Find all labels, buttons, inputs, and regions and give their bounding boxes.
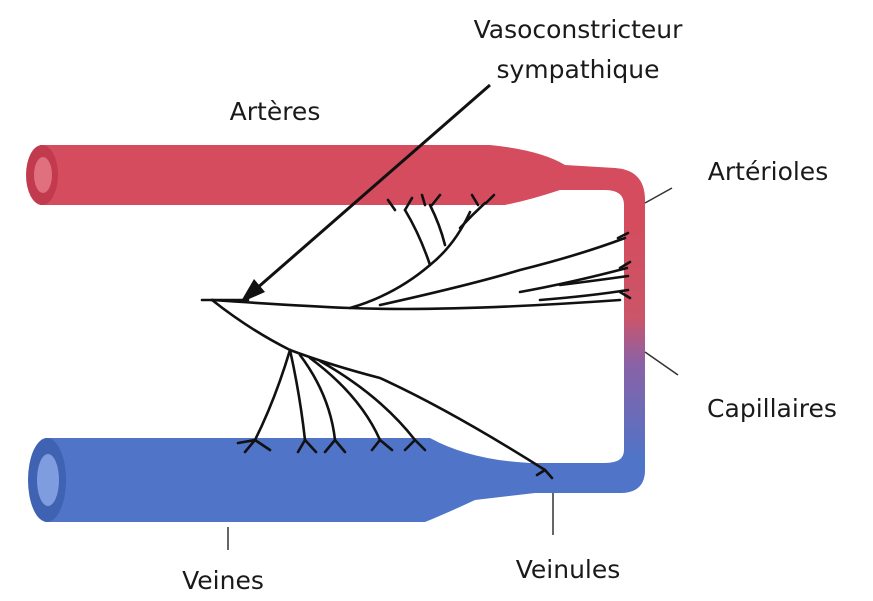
label-capillaries: Capillaires [707, 394, 837, 423]
label-vasoconstrictor-line2: sympathique [496, 55, 659, 84]
label-vasoconstrictor-line1: Vasoconstricteur [474, 15, 684, 44]
label-arterioles: Artérioles [708, 157, 828, 186]
capillary-vessel [624, 220, 645, 460]
label-venules: Veinules [516, 555, 621, 584]
artery-vessel [26, 145, 645, 225]
sympathetic-nerve-network [202, 195, 630, 478]
label-arteries: Artères [230, 97, 321, 126]
label-veins: Veines [182, 566, 264, 595]
